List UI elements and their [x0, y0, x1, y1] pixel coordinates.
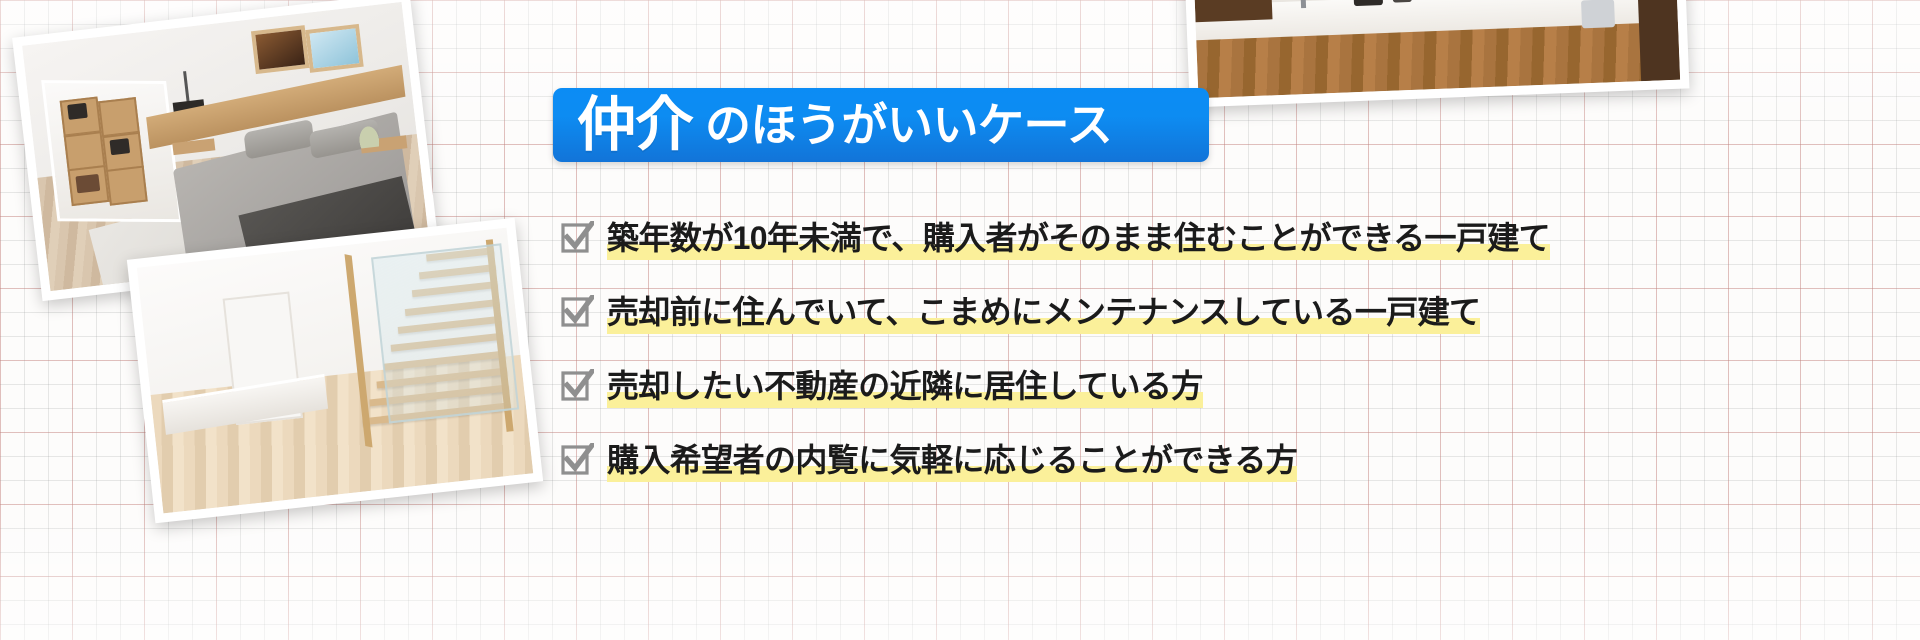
checklist-item: 売却前に住んでいて、こまめにメンテナンスしている一戸建て [560, 286, 1890, 340]
checkbox-checked-icon [560, 292, 597, 329]
checklist-item-label: 購入希望者の内覧に気軽に応じることができる方 [607, 442, 1298, 478]
staircase-scene [136, 227, 534, 514]
checkbox-checked-icon [560, 440, 597, 477]
section-title-rest: のほうがいいケース [705, 99, 1113, 151]
checklist-item-label: 築年数が10年未満で、購入者がそのまま住むことができる一戸建て [607, 220, 1551, 256]
checklist-item-label: 売却前に住んでいて、こまめにメンテナンスしている一戸建て [607, 294, 1481, 330]
staircase-room-photo-image [136, 227, 534, 514]
highlight-bar [607, 466, 1298, 482]
checkbox-checked-icon [560, 218, 597, 255]
checklist-item: 築年数が10年未満で、購入者がそのまま住むことができる一戸建て [560, 212, 1890, 266]
checklist: 築年数が10年未満で、購入者がそのまま住むことができる一戸建て 売却前に住んでい… [560, 212, 1890, 508]
checklist-item-text-wrap: 築年数が10年未満で、購入者がそのまま住むことができる一戸建て [607, 212, 1551, 264]
highlight-bar [607, 244, 1551, 260]
highlight-bar [607, 318, 1481, 334]
checklist-item-text-wrap: 売却前に住んでいて、こまめにメンテナンスしている一戸建て [607, 286, 1481, 338]
kitchen-scene [1191, 0, 1681, 99]
checklist-item: 購入希望者の内覧に気軽に応じることができる方 [560, 434, 1890, 488]
kitchen-photo-image [1191, 0, 1681, 99]
staircase-room-photo [126, 217, 544, 524]
section-title-strong: 仲介 [577, 91, 694, 158]
checklist-item-text-wrap: 売却したい不動産の近隣に居住している方 [607, 360, 1203, 412]
checklist-item-text-wrap: 購入希望者の内覧に気軽に応じることができる方 [607, 434, 1298, 486]
checklist-item-label: 売却したい不動産の近隣に居住している方 [607, 368, 1203, 404]
highlight-bar [607, 392, 1203, 408]
section-title-banner: 仲介 のほうがいいケース [553, 88, 1209, 162]
checklist-item: 売却したい不動産の近隣に居住している方 [560, 360, 1890, 414]
checkbox-checked-icon [560, 366, 597, 403]
